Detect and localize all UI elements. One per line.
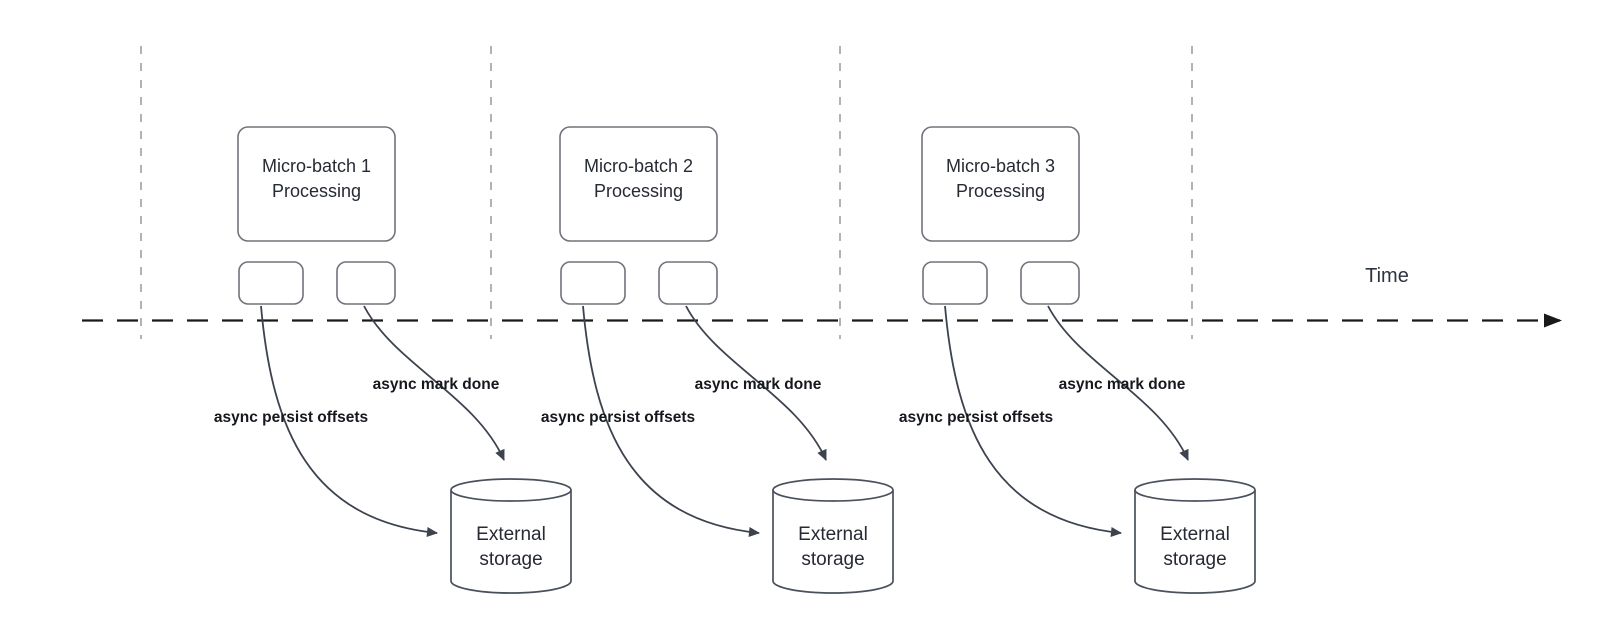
- time-label: Time: [1365, 265, 1409, 287]
- storage-label-line1: External: [476, 524, 546, 545]
- mark-done-arrow: [685, 305, 827, 461]
- mark-done-label: async mark done: [1059, 376, 1186, 393]
- external-storage-cylinder-top: [772, 478, 894, 502]
- mark-done-arrow: [1047, 305, 1189, 461]
- external-storage-cylinder-top: [450, 478, 572, 502]
- persist-offsets-label: async persist offsets: [214, 409, 368, 426]
- storage-label-line1: External: [798, 524, 868, 545]
- microbatch-processing-box: [921, 126, 1080, 242]
- persist-offsets-arrow: [260, 305, 438, 537]
- persist-offsets-arrow: [944, 305, 1122, 537]
- microbatch-processing-box: [559, 126, 718, 242]
- microbatch-box-label-line2: Processing: [956, 181, 1045, 201]
- storage-label-line2: storage: [479, 549, 542, 570]
- mark-done-arrow: [363, 305, 505, 461]
- storage-label-line2: storage: [1163, 549, 1226, 570]
- mark-done-label: async mark done: [373, 376, 500, 393]
- persist-offsets-source-box: [922, 261, 988, 305]
- persist-offsets-label: async persist offsets: [541, 409, 695, 426]
- microbatch-2-group: Micro-batch 2 Processing async persist o…: [541, 126, 894, 594]
- persist-offsets-arrow: [582, 305, 760, 537]
- microbatch-box-label-line1: Micro-batch 1: [262, 156, 371, 176]
- external-storage-cylinder-top: [1134, 478, 1256, 502]
- storage-label-line2: storage: [801, 549, 864, 570]
- microbatch-processing-box: [237, 126, 396, 242]
- mark-done-source-box: [658, 261, 718, 305]
- microbatch-3-group: Micro-batch 3 Processing async persist o…: [899, 126, 1256, 594]
- microbatch-box-label-line2: Processing: [272, 181, 361, 201]
- microbatch-box-label-line1: Micro-batch 3: [946, 156, 1055, 176]
- persist-offsets-source-box: [560, 261, 626, 305]
- external-storage-cylinder: [772, 490, 894, 594]
- external-storage-cylinder: [1134, 490, 1256, 594]
- microbatch-box-label-line2: Processing: [594, 181, 683, 201]
- storage-label-line1: External: [1160, 524, 1230, 545]
- microbatch-1-group: Micro-batch 1 Processing async persist o…: [214, 126, 572, 594]
- mark-done-source-box: [1020, 261, 1080, 305]
- mark-done-source-box: [336, 261, 396, 305]
- mark-done-label: async mark done: [695, 376, 822, 393]
- external-storage-cylinder: [450, 490, 572, 594]
- persist-offsets-label: async persist offsets: [899, 409, 1053, 426]
- microbatch-box-label-line1: Micro-batch 2: [584, 156, 693, 176]
- persist-offsets-source-box: [238, 261, 304, 305]
